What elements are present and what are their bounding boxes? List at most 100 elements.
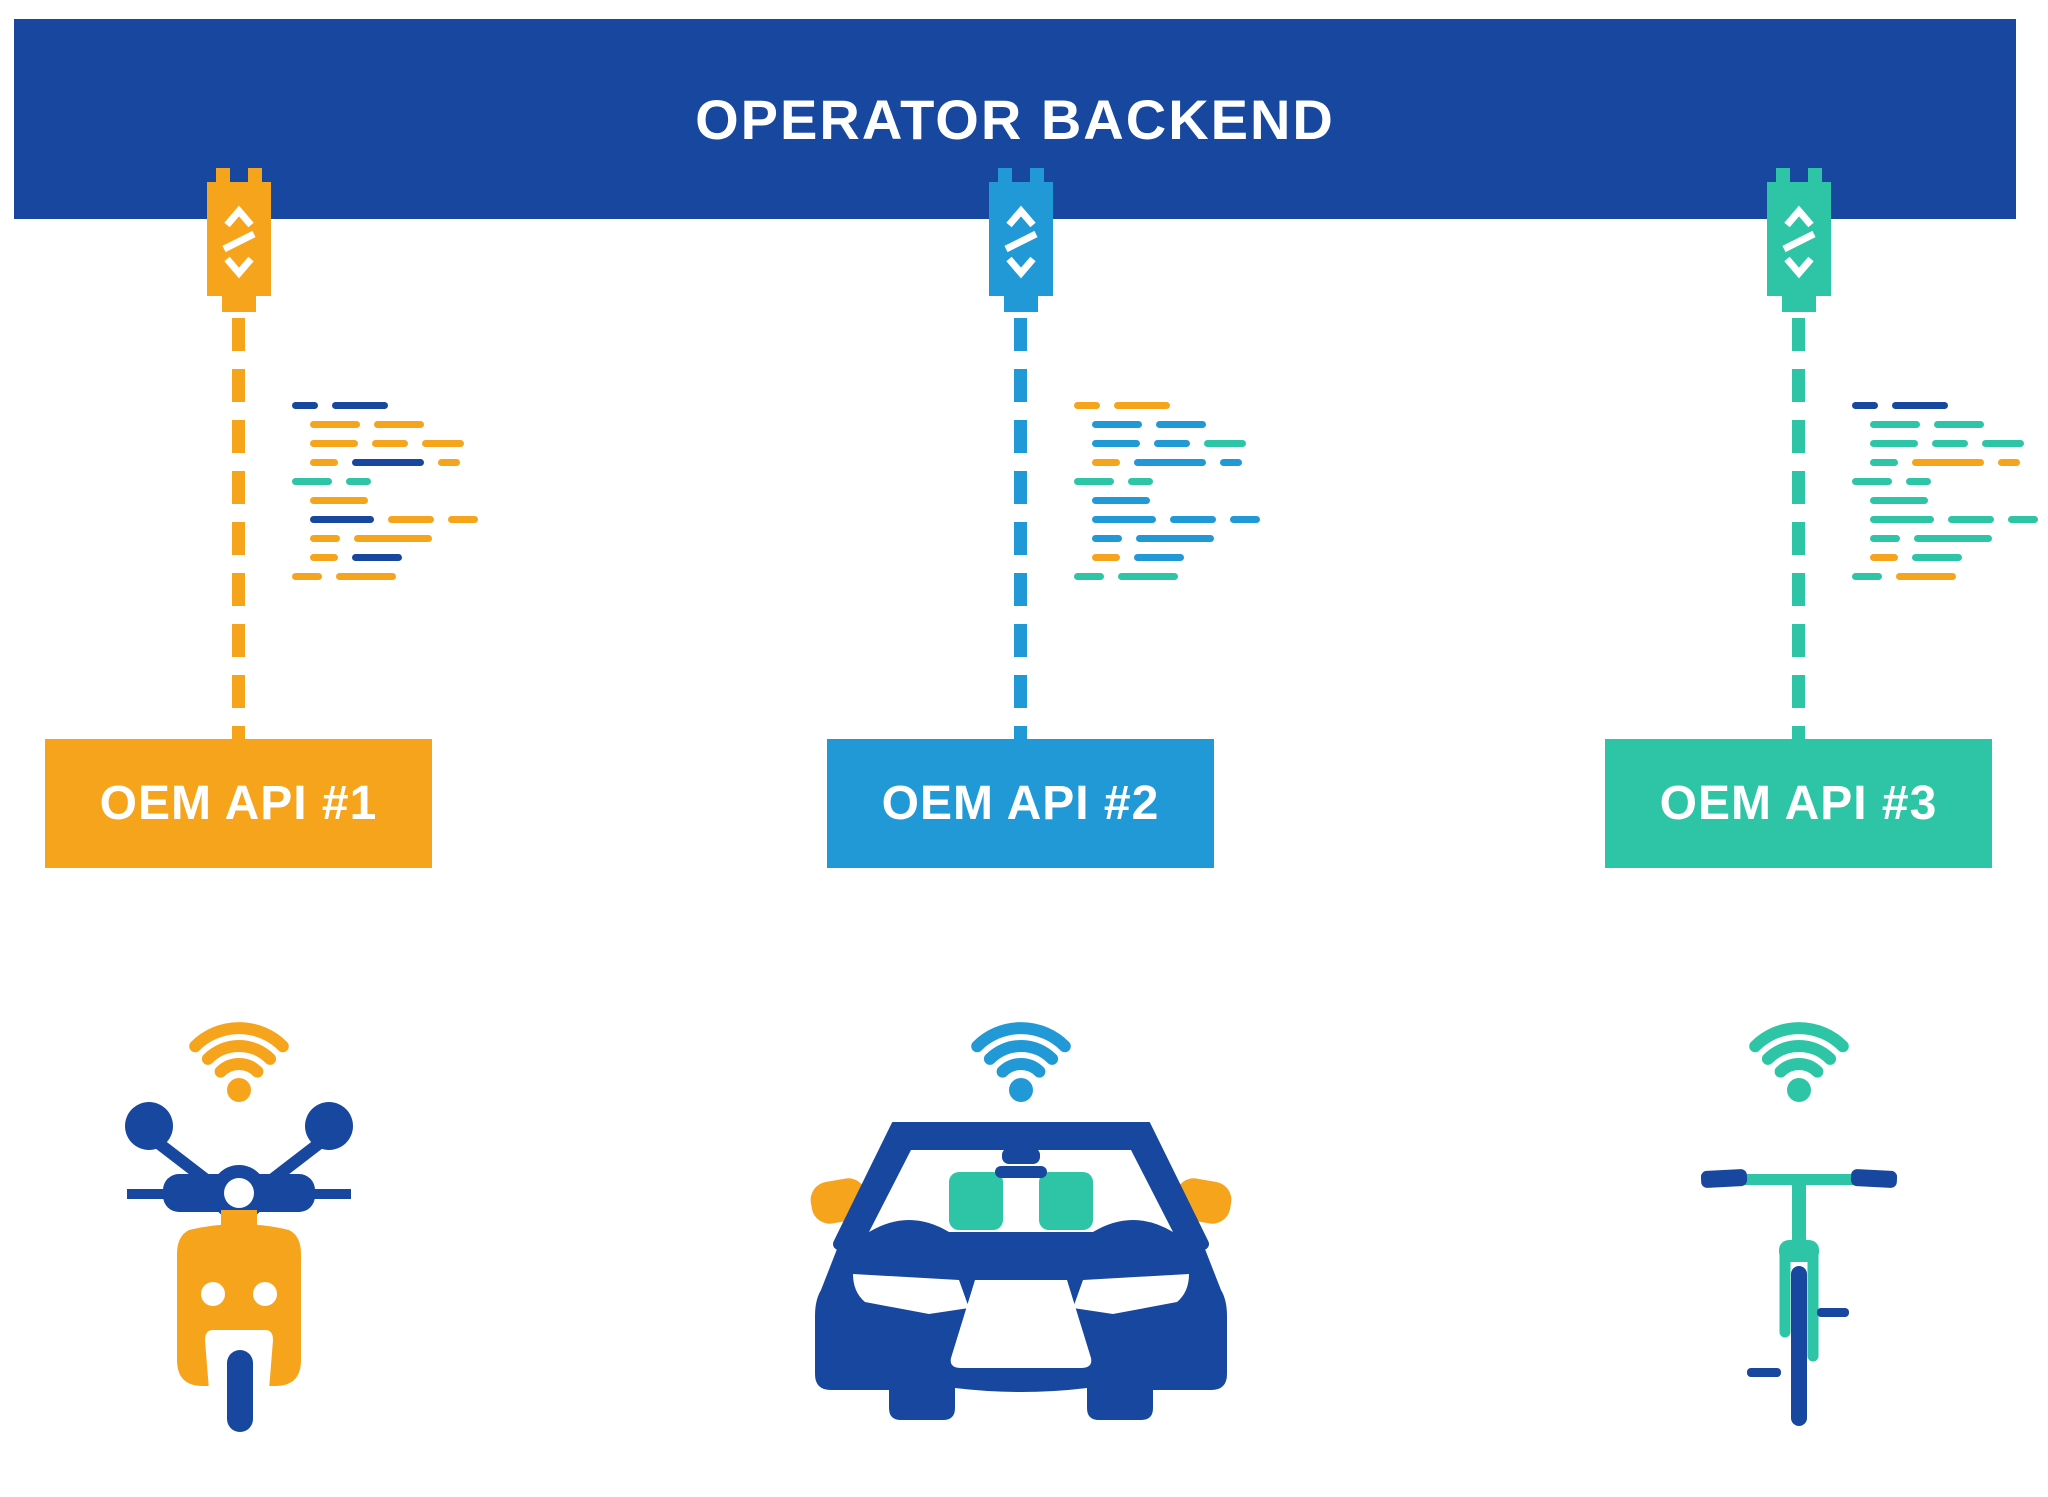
code-dash-2 — [1230, 516, 1260, 523]
code-dash-1 — [448, 516, 478, 523]
code-line-3 — [1852, 402, 2048, 409]
code-dash-1 — [352, 459, 424, 466]
car-icon-2 — [810, 1122, 1232, 1420]
code-line-2 — [1074, 497, 1274, 504]
code-dash-1 — [310, 516, 374, 523]
code-dash-2 — [1114, 402, 1170, 409]
wifi-signal-icon-3 — [1749, 1022, 1849, 1102]
code-line-2 — [1074, 402, 1274, 409]
code-line-2 — [1074, 459, 1274, 466]
oem-api-label-2: OEM API #2 — [881, 777, 1160, 830]
code-dash-2 — [1134, 554, 1184, 561]
api-plug-icon-1 — [207, 168, 271, 312]
code-dash-3 — [1948, 516, 1994, 523]
code-line-2 — [1074, 535, 1274, 542]
code-dash-3 — [1982, 440, 2024, 447]
code-dash-3 — [1870, 535, 1900, 542]
code-line-3 — [1852, 573, 2048, 580]
code-dash-1 — [332, 402, 388, 409]
code-line-3 — [1852, 535, 2048, 542]
code-dash-2 — [1092, 497, 1150, 504]
code-line-1 — [292, 478, 492, 485]
code-dash-2 — [1092, 535, 1122, 542]
api-plug-icon-3 — [1767, 168, 1831, 312]
api-column-3: OEM API #3 — [1599, 0, 2038, 1497]
oem-api-label-1: OEM API #1 — [99, 777, 378, 830]
code-dash-3 — [1934, 421, 1984, 428]
code-line-3 — [1852, 554, 2048, 561]
code-dash-1 — [374, 421, 424, 428]
code-dash-1 — [310, 459, 338, 466]
code-dash-3 — [2008, 516, 2038, 523]
connection-dashed-line-2 — [1014, 318, 1027, 739]
code-line-1 — [292, 402, 492, 409]
code-dash-1 — [292, 478, 332, 485]
code-dash-1 — [438, 459, 460, 466]
code-dash-1 — [422, 440, 464, 447]
code-line-3 — [1852, 421, 2048, 428]
code-dash-2 — [1154, 440, 1190, 447]
api-plug-icon-2 — [989, 168, 1053, 312]
code-dash-1 — [310, 497, 368, 504]
code-dash-1 — [346, 478, 371, 485]
connection-dashed-line-3 — [1792, 318, 1805, 739]
code-dash-1 — [310, 421, 360, 428]
oem-api-box-3: OEM API #3 — [1605, 739, 1992, 868]
connection-dashed-line-1 — [232, 318, 245, 739]
code-line-1 — [292, 516, 492, 523]
oem-api-label-3: OEM API #3 — [1659, 777, 1938, 830]
code-dash-3 — [1896, 573, 1956, 580]
oem-api-box-1: OEM API #1 — [45, 739, 432, 868]
code-dash-1 — [310, 554, 338, 561]
code-line-2 — [1074, 516, 1274, 523]
code-line-3 — [1852, 516, 2048, 523]
scooter-icon-1 — [125, 1102, 353, 1432]
code-dash-3 — [1914, 535, 1992, 542]
code-line-2 — [1074, 421, 1274, 428]
code-dash-2 — [1092, 440, 1140, 447]
code-dash-2 — [1074, 573, 1104, 580]
code-dash-1 — [372, 440, 408, 447]
code-line-1 — [292, 440, 492, 447]
code-line-3 — [1852, 497, 2048, 504]
code-line-1 — [292, 497, 492, 504]
code-dash-2 — [1220, 459, 1242, 466]
code-line-1 — [292, 535, 492, 542]
code-dash-1 — [310, 535, 340, 542]
code-dash-3 — [1912, 459, 1984, 466]
code-line-3 — [1852, 440, 2048, 447]
code-line-1 — [292, 459, 492, 466]
wifi-signal-icon-1 — [189, 1022, 289, 1102]
code-line-3 — [1852, 478, 2048, 485]
code-snippet-1 — [292, 402, 492, 592]
code-line-1 — [292, 554, 492, 561]
code-snippet-3 — [1852, 402, 2048, 592]
code-dash-2 — [1092, 554, 1120, 561]
code-line-2 — [1074, 573, 1274, 580]
code-dash-3 — [1906, 478, 1931, 485]
api-column-2: OEM API #2 — [810, 0, 1260, 1497]
code-dash-3 — [1870, 497, 1928, 504]
code-dash-2 — [1156, 421, 1206, 428]
code-line-2 — [1074, 440, 1274, 447]
code-dash-3 — [1998, 459, 2020, 466]
code-dash-3 — [1870, 440, 1918, 447]
code-dash-2 — [1134, 459, 1206, 466]
oem-api-box-2: OEM API #2 — [827, 739, 1214, 868]
code-line-1 — [292, 421, 492, 428]
code-dash-2 — [1074, 478, 1114, 485]
code-dash-3 — [1852, 573, 1882, 580]
code-dash-1 — [354, 535, 432, 542]
code-line-2 — [1074, 554, 1274, 561]
code-dash-3 — [1932, 440, 1968, 447]
code-line-3 — [1852, 459, 2048, 466]
code-dash-3 — [1870, 554, 1898, 561]
operator-backend-title: OPERATOR BACKEND — [695, 87, 1335, 151]
code-dash-2 — [1092, 459, 1120, 466]
code-dash-1 — [336, 573, 396, 580]
code-dash-2 — [1092, 421, 1142, 428]
code-dash-2 — [1136, 535, 1214, 542]
code-dash-2 — [1118, 573, 1178, 580]
code-dash-1 — [352, 554, 402, 561]
